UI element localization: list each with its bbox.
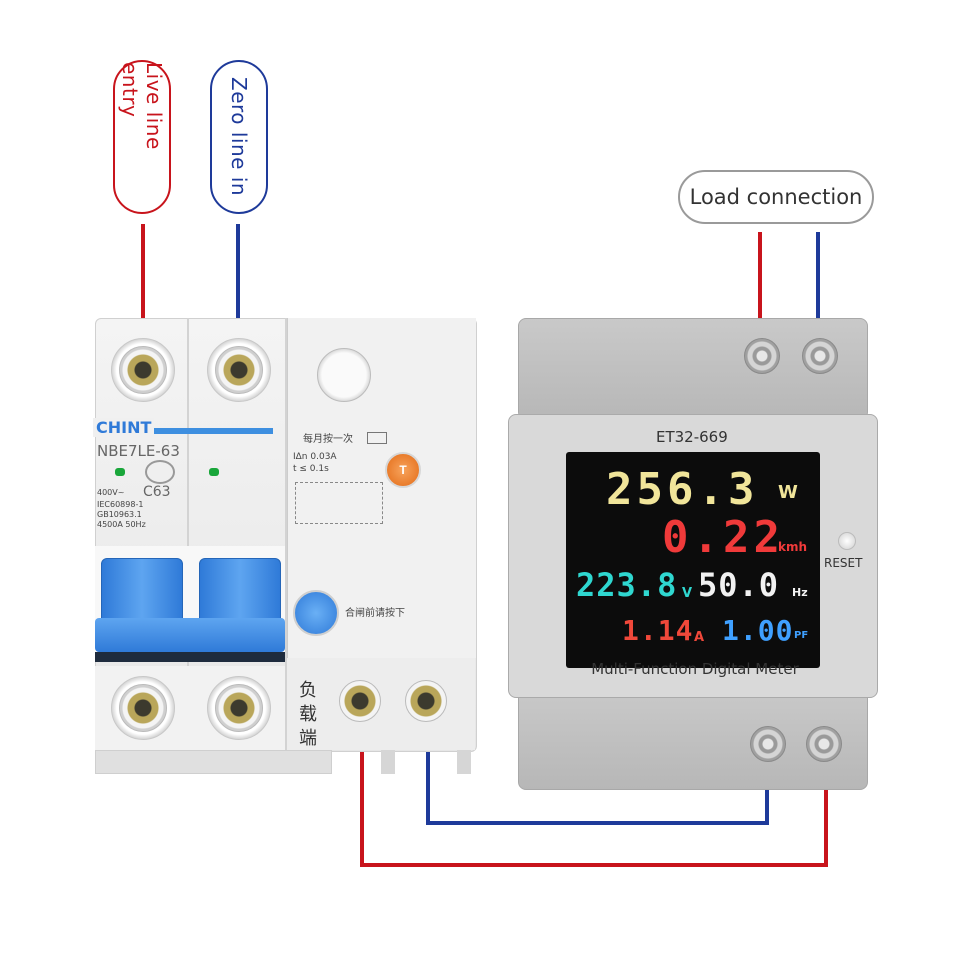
voltage-unit: V	[682, 586, 693, 601]
spec-line: IEC60898-1	[97, 500, 144, 509]
current-unit: A	[694, 630, 705, 645]
pole-divider	[187, 318, 189, 750]
status-led	[115, 468, 125, 476]
meter-name-label: Multi-Function Digital Meter	[591, 660, 799, 678]
neutral-input-terminal	[215, 346, 263, 394]
power-unit: W	[778, 482, 798, 503]
breaker-foot	[95, 750, 332, 774]
rcd-spec-line: IΔn 0.03A	[293, 452, 337, 462]
load-neutral-screw	[802, 338, 838, 374]
spec-line: 4500A 50Hz	[97, 520, 146, 529]
load-connection-label: Load connection	[678, 170, 874, 224]
digital-meter: ET32-669 256.3 W 0.22 kmh 223.8 V 50.0 H…	[508, 318, 878, 790]
bottom-terminal	[119, 684, 167, 732]
energy-unit: kmh	[778, 540, 808, 554]
breaker-foot	[381, 750, 395, 774]
brand-logo: CHINT	[93, 418, 155, 437]
power-reading: 256.3	[606, 464, 759, 515]
rating-label: C63	[143, 484, 171, 500]
rcd-spec-line: t ≤ 0.1s	[293, 464, 329, 474]
load-side-char: 端	[299, 728, 317, 749]
voltage-reading: 223.8	[576, 566, 678, 604]
frequency-reading: 50.0	[698, 566, 780, 604]
frequency-unit: Hz	[792, 586, 808, 599]
bottom-terminal	[215, 684, 263, 732]
spec-line: GB10963.1	[97, 510, 142, 519]
energy-reading: 0.22	[662, 512, 784, 563]
live-input-terminal	[119, 346, 167, 394]
test-button-label: T	[399, 463, 407, 477]
reset-label: RESET	[824, 556, 863, 570]
power-factor-reading: 1.00	[722, 614, 794, 647]
wiring-schematic-icon	[295, 482, 383, 524]
rcd-chinese-note: 每月按一次	[303, 434, 353, 445]
breaker-foot	[457, 750, 471, 774]
handle-tie-bar	[95, 618, 285, 652]
test-symbol-icon	[367, 432, 387, 444]
load-live-screw	[744, 338, 780, 374]
pole-divider	[285, 318, 287, 750]
live-line-entry-label: Live line entry	[113, 60, 171, 214]
load-output-terminal-neutral	[405, 680, 447, 722]
test-button[interactable]: T	[385, 452, 421, 488]
rcd-indicator-window	[317, 348, 371, 402]
load-side-char: 载	[299, 704, 317, 725]
status-led	[209, 468, 219, 476]
output-live-wire	[360, 705, 828, 867]
meter-model-label: ET32-669	[656, 428, 728, 446]
spec-line: 400V~	[97, 488, 125, 497]
zero-line-in-label: Zero line in	[210, 60, 268, 214]
input-neutral-screw	[750, 726, 786, 762]
current-reading: 1.14	[622, 614, 694, 647]
handle-base	[95, 652, 285, 662]
brand-stripe	[95, 428, 273, 434]
input-live-screw	[806, 726, 842, 762]
power-factor-unit: PF	[794, 630, 809, 641]
ccc-mark	[145, 460, 175, 484]
reset-button[interactable]	[838, 532, 856, 550]
load-side-char: 负	[299, 680, 317, 701]
meter-display: 256.3 W 0.22 kmh 223.8 V 50.0 Hz 1.14 A …	[566, 452, 820, 668]
load-output-terminal-live	[339, 680, 381, 722]
rcd-reset-note: 合闸前请按下	[345, 608, 405, 619]
circuit-breaker: CHINT NBE7LE-63 C63 400V~ IEC60898-1 GB1…	[93, 318, 485, 774]
rcd-reset-knob[interactable]	[293, 590, 339, 636]
model-label: NBE7LE-63	[97, 442, 180, 460]
